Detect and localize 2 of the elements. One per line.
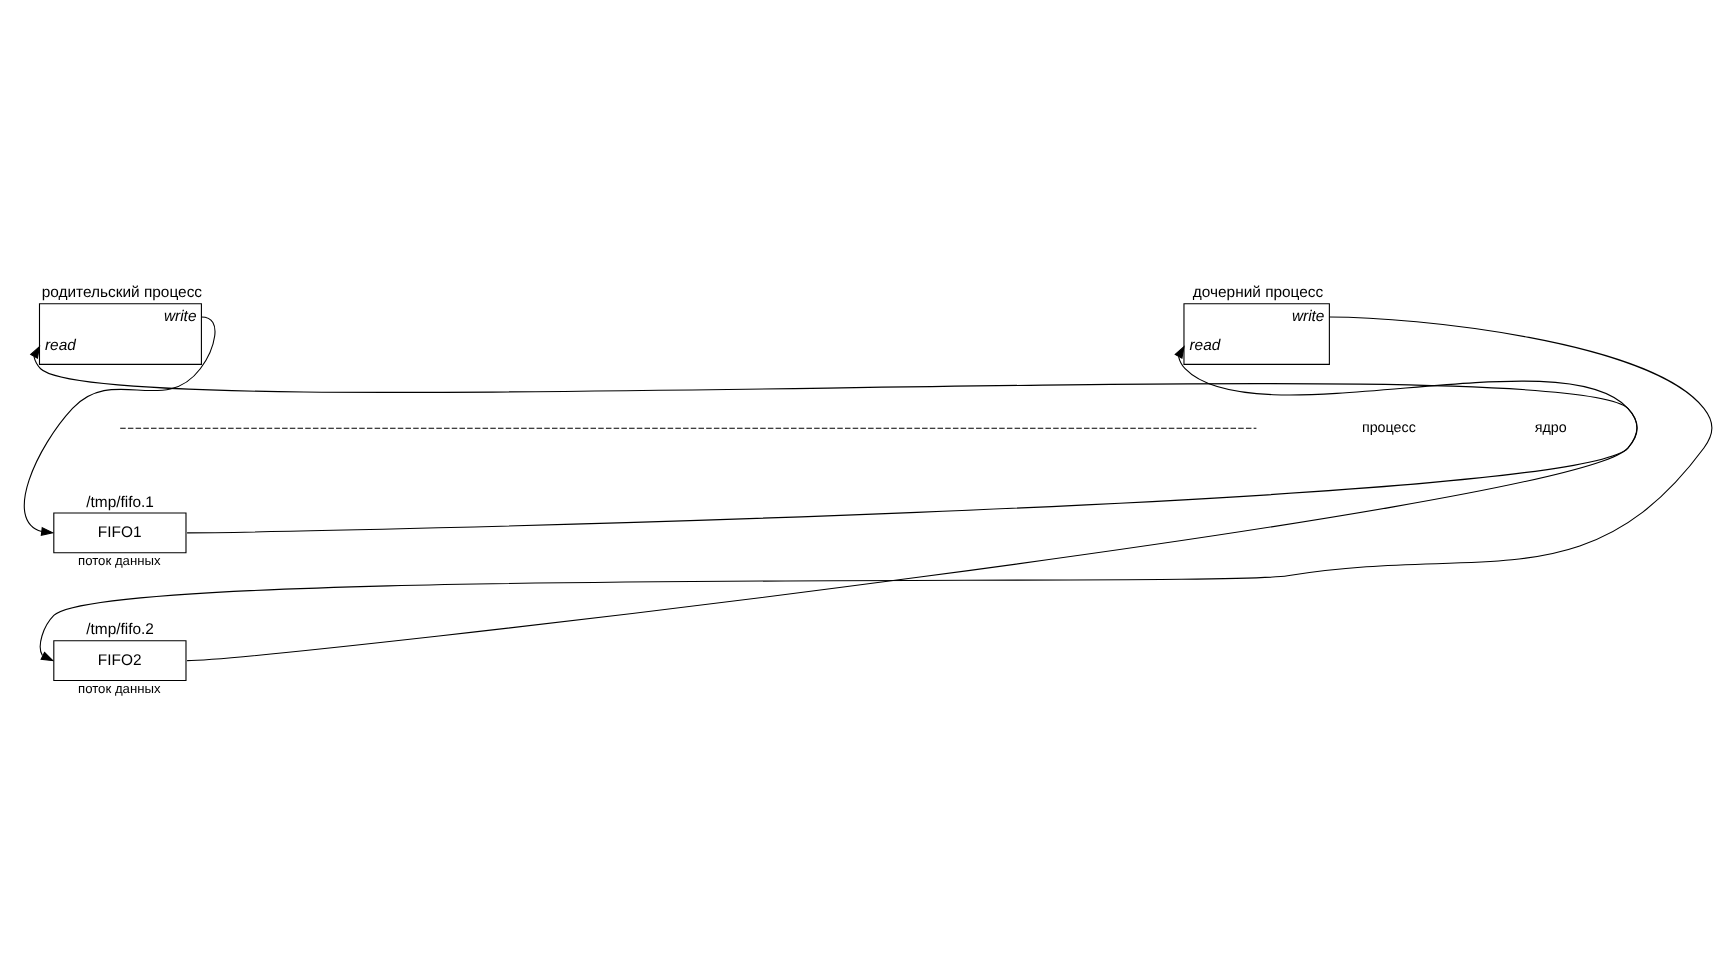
- arrow: [186, 344, 1638, 533]
- arrow: [23, 315, 216, 536]
